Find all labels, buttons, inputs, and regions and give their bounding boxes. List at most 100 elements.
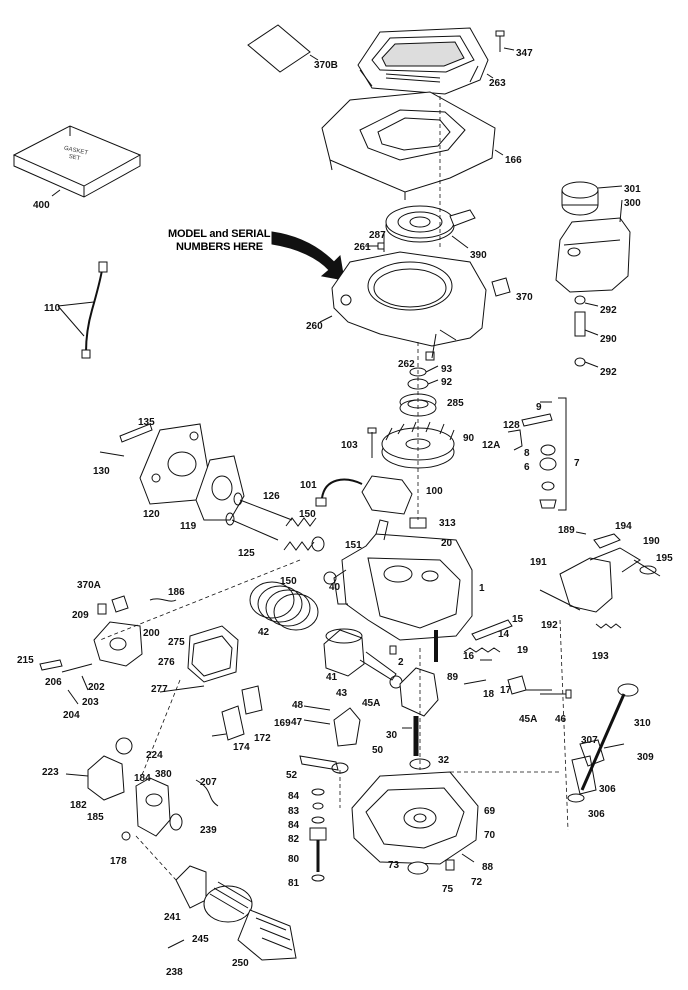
part-number-label: 290	[600, 334, 617, 345]
part-number-label: 223	[42, 767, 59, 778]
part-number-label: 370B	[314, 60, 338, 71]
flywheel-nut-stack	[407, 351, 439, 390]
gaskets-169-172	[211, 685, 263, 741]
gasket-box-line-2: SET	[68, 153, 81, 163]
part-number-label: 72	[471, 877, 483, 888]
part-number-label: 309	[637, 752, 654, 763]
piston-rings-42	[249, 571, 337, 631]
control-bracket-191	[539, 531, 661, 629]
part-number-label: 174	[233, 742, 250, 753]
cylinder-block-1	[333, 519, 473, 641]
part-number-label: 400	[33, 200, 50, 211]
part-number-label: 184	[134, 773, 151, 784]
part-number-label: 73	[388, 860, 400, 871]
part-number-label: 89	[447, 672, 459, 683]
part-number-label: 204	[63, 710, 80, 721]
part-number-label: 215	[17, 655, 34, 666]
part-number-label: 275	[168, 637, 185, 648]
part-number-label: 92	[441, 377, 453, 388]
part-number-label: 130	[93, 466, 110, 477]
part-number-label: 93	[441, 364, 453, 375]
part-number-label: 172	[254, 733, 271, 744]
part-number-label: 150	[280, 576, 297, 587]
part-number-label: 8	[524, 448, 530, 459]
part-number-label: 14	[498, 629, 510, 640]
shroud-166	[321, 91, 504, 200]
screw-347	[495, 30, 515, 52]
part-number-label: 75	[442, 884, 454, 895]
rod-bolt-46	[540, 689, 572, 699]
governor-shaft	[463, 619, 552, 695]
air-filter-275	[159, 625, 239, 693]
part-number-label: 370A	[77, 580, 101, 591]
part-number-label: 30	[386, 730, 398, 741]
part-number-label: 260	[306, 321, 323, 332]
part-number-label: 192	[541, 620, 558, 631]
dowel-2	[389, 645, 397, 655]
part-number-label: 69	[484, 806, 496, 817]
part-number-label: 185	[87, 812, 104, 823]
part-number-label: 263	[489, 78, 506, 89]
part-number-label: 245	[192, 934, 209, 945]
part-number-label: 101	[300, 480, 317, 491]
part-number-label: 206	[45, 677, 62, 688]
part-number-label: 370	[516, 292, 533, 303]
part-number-label: 190	[643, 536, 660, 547]
part-number-label: 82	[288, 834, 300, 845]
governor-parts	[507, 397, 567, 511]
model-serial-callout: MODEL and SERIAL NUMBERS HERE	[168, 228, 271, 254]
part-number-label: 292	[600, 367, 617, 378]
part-number-label: 262	[398, 359, 415, 370]
part-number-label: 70	[484, 830, 496, 841]
part-number-label: 88	[482, 862, 494, 873]
part-number-label: 83	[288, 806, 300, 817]
part-number-label: 307	[581, 735, 598, 746]
part-number-label: 276	[158, 657, 175, 668]
part-number-label: 47	[291, 717, 303, 728]
blower-housing-260	[319, 251, 487, 359]
part-number-label: 292	[600, 305, 617, 316]
spark-plug-135	[99, 423, 153, 457]
part-number-label: 1	[479, 583, 485, 594]
ground-wire-110	[57, 261, 108, 359]
part-number-label: 313	[439, 518, 456, 529]
part-number-label: 347	[516, 48, 533, 59]
part-number-label: 128	[503, 420, 520, 431]
bolt-103	[367, 427, 377, 458]
part-number-label: 48	[292, 700, 304, 711]
part-number-label: 203	[82, 697, 99, 708]
ignition-module-100	[315, 475, 413, 515]
part-number-label: 100	[426, 486, 443, 497]
cylinder-head-120	[139, 423, 209, 505]
callout-line-2: NUMBERS HERE	[176, 241, 263, 253]
part-number-label: 41	[326, 672, 338, 683]
part-number-label: 301	[624, 184, 641, 195]
crankshaft-30	[399, 630, 439, 756]
part-number-label: 50	[372, 745, 384, 756]
drain-plug	[407, 853, 475, 875]
part-number-label: 135	[138, 417, 155, 428]
part-number-label: 380	[155, 769, 172, 780]
top-cover-263	[357, 27, 494, 95]
part-number-label: 19	[517, 645, 529, 656]
part-number-label: 306	[599, 784, 616, 795]
part-number-label: 191	[530, 557, 547, 568]
part-number-label: 9	[536, 402, 542, 413]
callout-arrow	[271, 231, 345, 281]
flywheel-screen-390	[385, 205, 476, 249]
carburetor-body-200	[39, 603, 143, 705]
part-number-label: 16	[463, 651, 475, 662]
part-number-label: 300	[624, 198, 641, 209]
part-number-label: 90	[463, 433, 475, 444]
part-number-label: 239	[200, 825, 217, 836]
part-number-label: 238	[166, 967, 183, 978]
part-number-label: 84	[288, 791, 300, 802]
gasket-set-box-400	[12, 125, 142, 198]
part-number-label: 20	[441, 538, 453, 549]
screws-261-287	[365, 232, 385, 252]
part-number-label: 43	[336, 688, 348, 699]
decal-370b	[247, 24, 319, 73]
cam-stack	[309, 788, 327, 882]
part-number-label: 18	[483, 689, 495, 700]
